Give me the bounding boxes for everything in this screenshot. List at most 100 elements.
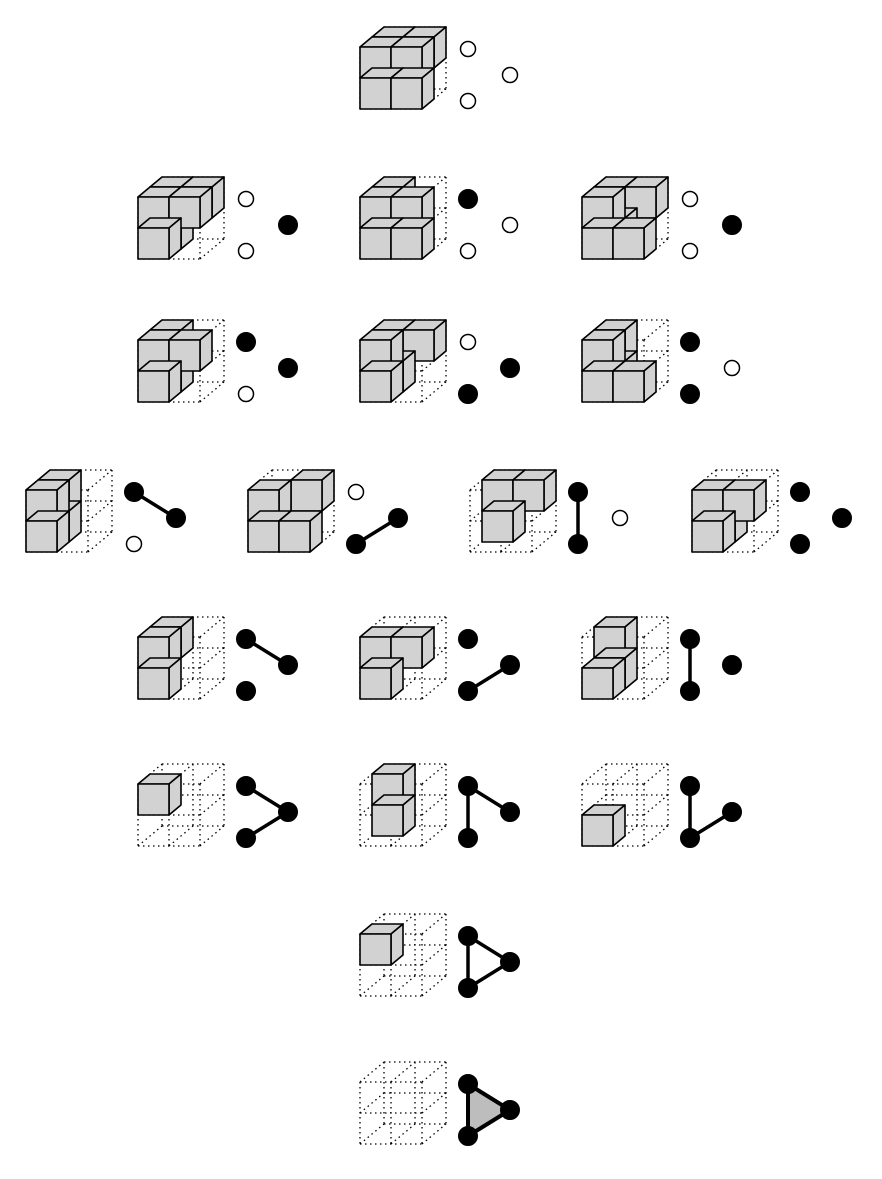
vertex-graph	[790, 482, 852, 554]
complex-item	[25, 469, 186, 553]
solid-cube	[290, 469, 335, 512]
empty-vertex	[237, 242, 255, 260]
filled-vertex	[680, 681, 700, 701]
complex-item	[581, 176, 742, 260]
complex-item	[581, 763, 742, 848]
cube-block	[691, 469, 779, 553]
solid-cube	[137, 217, 182, 260]
filled-vertex	[278, 802, 298, 822]
solid-cube	[137, 773, 182, 816]
filled-vertex	[680, 332, 700, 352]
complex-item	[359, 26, 519, 110]
vertex-graph	[680, 776, 742, 848]
empty-vertex	[723, 359, 741, 377]
cube-block	[137, 763, 225, 847]
filled-vertex	[500, 655, 520, 675]
vertex-graph	[568, 482, 629, 554]
vertex-graph	[680, 332, 741, 404]
filled-vertex	[458, 384, 478, 404]
vertex-graph	[236, 332, 298, 403]
solid-cube	[390, 626, 435, 669]
solid-cube	[691, 510, 736, 553]
filled-vertex	[790, 482, 810, 502]
filled-vertex	[458, 681, 478, 701]
complex-item	[359, 763, 520, 848]
empty-vertex	[459, 333, 477, 351]
complex-item	[137, 319, 298, 403]
vertex-graph	[458, 776, 520, 848]
solid-cube	[359, 923, 404, 966]
filled-vertex	[790, 534, 810, 554]
filled-vertex	[388, 508, 408, 528]
filled-vertex	[278, 215, 298, 235]
empty-vertex	[459, 40, 477, 58]
complex-item	[359, 616, 520, 701]
filled-vertex	[236, 332, 256, 352]
cube-block	[581, 616, 669, 700]
cube-block	[25, 469, 113, 553]
filled-vertex	[124, 482, 144, 502]
cube-block	[359, 319, 447, 403]
solid-cube	[581, 804, 626, 847]
empty-vertex	[681, 242, 699, 260]
filled-vertex	[500, 952, 520, 972]
filled-vertex	[458, 629, 478, 649]
complex-item	[247, 469, 408, 554]
solid-cube	[581, 657, 626, 700]
filled-vertex	[458, 1074, 478, 1094]
cube-block	[137, 176, 225, 260]
solid-cube	[612, 217, 657, 260]
filled-vertex	[346, 534, 366, 554]
filled-vertex	[680, 629, 700, 649]
complex-item	[359, 1061, 520, 1146]
filled-vertex	[568, 482, 588, 502]
filled-vertex	[458, 1126, 478, 1146]
solid-cube	[512, 469, 557, 512]
complex-item	[137, 616, 298, 701]
cube-block	[359, 913, 447, 997]
vertex-graph	[124, 482, 186, 553]
solid-cube	[722, 479, 767, 522]
complex-item	[359, 319, 520, 404]
vertex-graph	[680, 629, 742, 701]
vertex-graph	[236, 629, 298, 701]
vertex-graph	[237, 190, 298, 260]
empty-vertex	[501, 66, 519, 84]
complex-item	[137, 176, 298, 260]
vertex-graph	[458, 926, 520, 998]
solid-cube	[137, 360, 182, 403]
solid-cube	[481, 500, 526, 543]
vertex-graph	[236, 776, 298, 848]
filled-vertex	[278, 655, 298, 675]
complex-item	[137, 763, 298, 848]
vertex-graph	[346, 483, 408, 554]
filled-vertex	[722, 655, 742, 675]
vertex-graph	[459, 40, 519, 110]
cube-block	[581, 319, 669, 403]
filled-vertex	[236, 776, 256, 796]
solid-cube	[624, 176, 669, 219]
solid-cube	[278, 510, 323, 553]
solid-cube	[359, 657, 404, 700]
solid-cube	[137, 657, 182, 700]
empty-vertex	[237, 385, 255, 403]
filled-vertex	[500, 358, 520, 378]
filled-vertex	[278, 358, 298, 378]
solid-cube	[359, 360, 404, 403]
solid-cube	[390, 67, 435, 110]
cube-block	[359, 763, 447, 847]
filled-vertex	[680, 828, 700, 848]
filled-vertex	[568, 534, 588, 554]
complex-item	[581, 616, 742, 701]
cube-block	[581, 176, 669, 260]
filled-vertex	[722, 215, 742, 235]
filled-vertex	[236, 629, 256, 649]
empty-vertex	[347, 483, 365, 501]
empty-vertex	[459, 92, 477, 110]
vertex-graph	[458, 1074, 520, 1146]
cube-block	[359, 616, 447, 700]
cube-block	[359, 26, 447, 110]
solid-cube	[390, 217, 435, 260]
filled-vertex	[832, 508, 852, 528]
